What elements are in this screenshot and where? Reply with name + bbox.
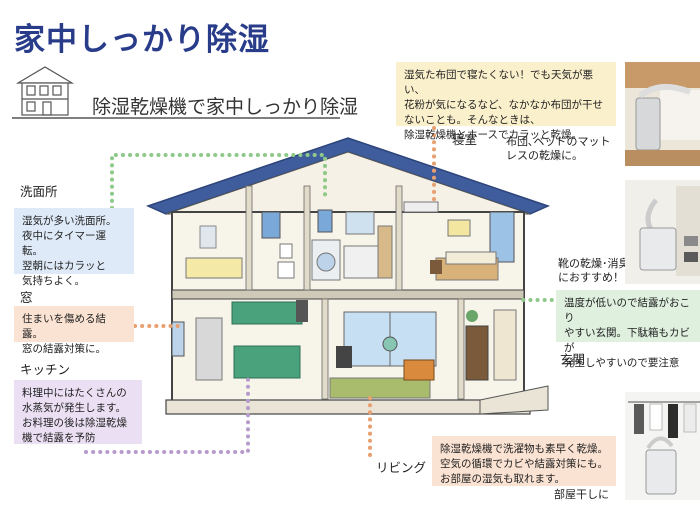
note-line: レスの乾燥に。 [506,149,583,163]
note-line: におすすめ！ [558,271,624,285]
note-line: 靴の乾燥･消臭 [558,257,630,270]
callout-line: ないことも。そんなときは、 [404,113,541,126]
senmenjo-label: 洗面所 [20,184,58,199]
shinshitsu-note: 布団､ベッドのマット レスの乾燥に。 [506,135,611,164]
genkan-side-note: 靴の乾燥･消臭 におすすめ！ [558,257,630,286]
callout-line: 温度が低いので結露がおこり [564,297,690,324]
genkan-callout: 温度が低いので結露がおこり やすい玄関。下駄箱もカビが 発生しやすいので要注意 [556,290,700,369]
shinshitsu-label: 寝室 [452,132,478,147]
callout-line: 発生しやすいので要注意 [564,356,680,369]
callout-line: 機で結露を予防 [22,431,96,444]
kitchen-callout: 料理中にはたくさんの 水蒸気が発生します。 お料理の後は除湿乾燥 機で結露を予防 [14,380,142,444]
callout-line: 除湿乾燥機とホースでカラッと乾燥。 [404,128,582,141]
callout-line: 翌朝にはカラッと [22,259,106,272]
callout-line: 除湿乾燥機で洗濯物も素早く乾燥。 [440,443,608,455]
mado-callout: 住まいを傷める結露。 窓の結露対策に。 [14,306,134,355]
callout-line: 住まいを傷める結露。 [22,313,106,340]
shinshitsu-callout: 湿気た布団で寝たくない！でも天気が悪い、 花粉が気になるなど、なかなか布団が干せ… [396,62,616,141]
callout-line: 湿気が多い洗面所。 [22,215,117,227]
callout-line: 水蒸気が発生します。 [22,401,126,414]
callout-line: 気持ちよく。 [22,274,85,287]
kitchen-label: キッチン [20,362,71,377]
page-title: 家中しっかり除湿 [14,22,270,58]
callout-line: お料理の後は除湿乾燥 [22,416,127,429]
callout-line: 花粉が気になるなど、なかなか布団が干せ [404,98,603,111]
living-label: リビング [376,460,427,475]
callout-line: 湿気た布団で寝たくない！でも天気が悪い、 [404,69,593,96]
senmenjo-callout: 湿気が多い洗面所。 夜中にタイマー運転。 翌朝にはカラッと 気持ちよく。 [14,208,134,287]
subtitle: 除湿乾燥機で家中しっかり除湿 [92,96,359,118]
genkan-label: 玄関 [560,352,586,367]
callout-line: お部屋の湿気も取れます。 [440,472,565,485]
note-line: 布団､ベッドのマット [506,135,611,148]
living-note: 部屋干しに [554,488,609,501]
callout-line: 窓の結露対策に。 [22,342,106,355]
callout-line: やすい玄関。下駄箱もカビが [564,326,690,354]
living-callout: 除湿乾燥機で洗濯物も素早く乾燥。 空気の循環でカビや結露対策にも。 お部屋の湿気… [432,436,616,486]
callout-line: 夜中にタイマー運転。 [22,229,106,257]
mado-label: 窓 [20,290,33,305]
callout-line: 料理中にはたくさんの [22,387,127,399]
callout-line: 空気の循環でカビや結露対策にも。 [440,457,608,470]
